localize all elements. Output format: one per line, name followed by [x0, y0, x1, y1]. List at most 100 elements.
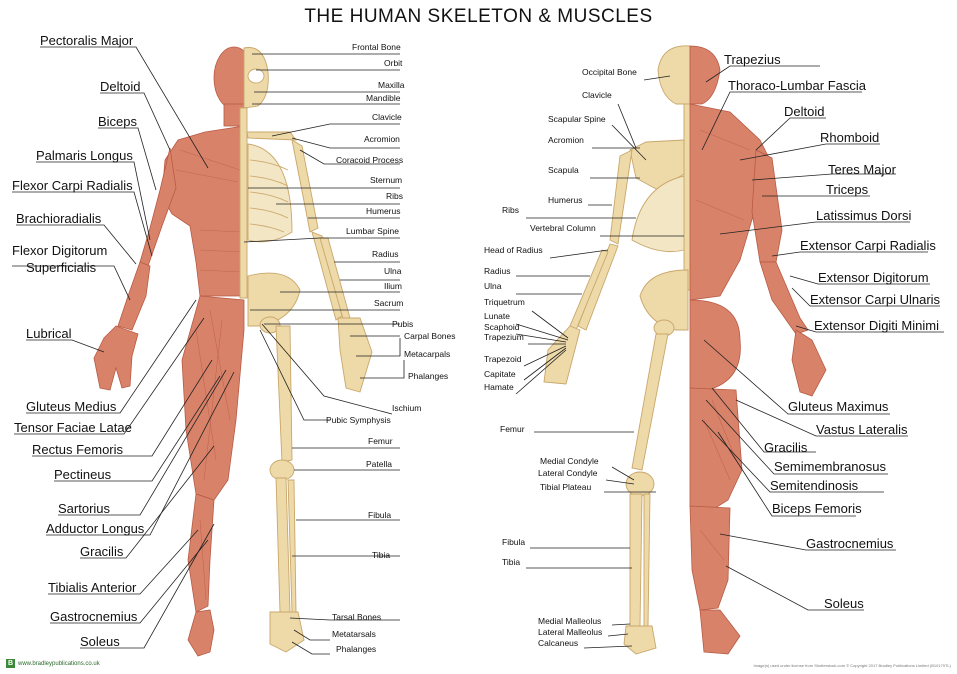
publisher-website[interactable]: www.bradleypublications.co.uk [18, 660, 100, 667]
page-title: THE HUMAN SKELETON & MUSCLES [304, 6, 653, 27]
label-superficialis: Superficialis [26, 260, 97, 275]
label-trapezoid: Trapezoid [484, 354, 522, 364]
label-tensor-faciae-latae: Tensor Faciae Latae [14, 420, 132, 435]
label-teres-major: Teres Major [828, 162, 896, 177]
label-hamate: Hamate [484, 382, 514, 392]
label-sacrum: Sacrum [374, 298, 404, 308]
label-carpal-bones: Carpal Bones [404, 331, 456, 341]
label-rhomboid: Rhomboid [820, 130, 880, 145]
label-frontal-bone: Frontal Bone [352, 42, 401, 52]
label-biceps: Biceps [98, 114, 138, 129]
label-sternum: Sternum [370, 175, 403, 185]
label-palmaris-longus: Palmaris Longus [36, 148, 133, 163]
label-maxilla: Maxilla [378, 80, 405, 90]
publisher-logo: B [6, 659, 15, 668]
label-brachioradialis: Brachioradialis [16, 211, 102, 226]
label-clavicle-back: Clavicle [582, 90, 612, 100]
copyright-notice: Image(s) used under license from Shutter… [753, 663, 952, 668]
label-clavicle-front: Clavicle [372, 112, 402, 122]
label-scapula: Scapula [548, 165, 579, 175]
label-orbit: Orbit [384, 58, 403, 68]
label-pubic-symphysis: Pubic Symphysis [326, 415, 391, 425]
label-femur-back: Femur [500, 424, 525, 434]
label-flexor-digitorum: Flexor Digitorum [12, 243, 108, 258]
label-triquetrum: Triquetrum [484, 297, 525, 307]
label-deltoid: Deltoid [100, 79, 141, 94]
front-body-illustration [93, 46, 373, 657]
label-gastrocnemius-front: Gastrocnemius [50, 609, 138, 624]
label-semimembranosus: Semimembranosus [774, 459, 886, 474]
label-capitate: Capitate [484, 369, 516, 379]
label-pubis: Pubis [392, 319, 414, 329]
label-occipital-bone: Occipital Bone [582, 67, 637, 77]
label-gluteus-medius: Gluteus Medius [26, 399, 117, 414]
label-scapular-spine: Scapular Spine [548, 114, 606, 124]
label-ischium: Ischium [392, 403, 422, 413]
label-ilium: Ilium [384, 281, 402, 291]
label-acromion-front: Acromion [364, 134, 400, 144]
label-ribs-front: Ribs [386, 191, 404, 201]
label-lumbar-spine: Lumbar Spine [346, 226, 399, 236]
label-humerus-back: Humerus [548, 195, 583, 205]
label-calcaneus: Calcaneus [538, 638, 579, 648]
label-fibula-front: Fibula [368, 510, 392, 520]
label-ribs-back: Ribs [502, 205, 520, 215]
label-tarsal-bones: Tarsal Bones [332, 612, 382, 622]
label-medial-condyle: Medial Condyle [540, 456, 599, 466]
label-triceps: Triceps [826, 182, 869, 197]
label-flexor-carpi-radialis: Flexor Carpi Radialis [12, 178, 133, 193]
label-femur-front: Femur [368, 436, 393, 446]
label-adductor-longus: Adductor Longus [46, 521, 145, 536]
label-gluteus-maximus: Gluteus Maximus [788, 399, 889, 414]
label-sartorius: Sartorius [58, 501, 111, 516]
label-metatarsals: Metatarsals [332, 629, 376, 639]
label-deltoid-back: Deltoid [784, 104, 825, 119]
label-medial-malleolus: Medial Malleolus [538, 616, 602, 626]
label-trapezium: Trapezium [484, 332, 524, 342]
label-soleus-back: Soleus [824, 596, 864, 611]
label-vastus-lateralis: Vastus Lateralis [816, 422, 908, 437]
label-acromion-back: Acromion [548, 135, 584, 145]
label-soleus-front: Soleus [80, 634, 120, 649]
label-latissimus-dorsi: Latissimus Dorsi [816, 208, 912, 223]
label-lunate: Lunate [484, 311, 510, 321]
label-tibia-front: Tibia [372, 550, 391, 560]
label-ulna-back: Ulna [484, 281, 502, 291]
label-patella: Patella [366, 459, 392, 469]
leader-lines [12, 46, 944, 655]
label-scaphoid: Scaphoid [484, 322, 520, 332]
label-rectus-femoris: Rectus Femoris [32, 442, 124, 457]
label-vertebral-column: Vertebral Column [530, 223, 596, 233]
label-gracilis-front: Gracilis [80, 544, 124, 559]
label-thoraco-lumbar-fascia: Thoraco-Lumbar Fascia [728, 78, 866, 93]
label-coracoid-process: Coracoid Process [336, 155, 404, 165]
label-pectineus: Pectineus [54, 467, 112, 482]
label-fibula-back: Fibula [502, 537, 526, 547]
label-phalanges-foot: Phalanges [336, 644, 377, 654]
label-gracilis-back: Gracilis [764, 440, 808, 455]
label-gastrocnemius-back: Gastrocnemius [806, 536, 894, 551]
label-trapezius: Trapezius [724, 52, 781, 67]
label-lateral-condyle: Lateral Condyle [538, 468, 598, 478]
label-extensor-carpi-radialis: Extensor Carpi Radialis [800, 238, 936, 253]
label-lateral-malleolus: Lateral Malleolus [538, 627, 603, 637]
label-tibia-back: Tibia [502, 557, 521, 567]
label-radius-back: Radius [484, 266, 511, 276]
label-phalanges-hand: Phalanges [408, 371, 449, 381]
label-tibial-plateau: Tibial Plateau [540, 482, 592, 492]
label-extensor-carpi-ulnaris: Extensor Carpi Ulnaris [810, 292, 941, 307]
label-radius-front: Radius [372, 249, 399, 259]
label-semitendinosis: Semitendinosis [770, 478, 859, 493]
label-pectoralis-major: Pectoralis Major [40, 33, 134, 48]
label-ulna-front: Ulna [384, 266, 402, 276]
label-extensor-digitorum: Extensor Digitorum [818, 270, 929, 285]
publisher-footer: B www.bradleypublications.co.uk [6, 659, 100, 668]
label-biceps-femoris: Biceps Femoris [772, 501, 862, 516]
label-head-of-radius: Head of Radius [484, 245, 543, 255]
label-extensor-digiti-minimi: Extensor Digiti Minimi [814, 318, 939, 333]
label-metacarpals: Metacarpals [404, 349, 451, 359]
back-body-illustration [543, 45, 827, 655]
label-humerus-front: Humerus [366, 206, 401, 216]
label-lubrical: Lubrical [26, 326, 72, 341]
